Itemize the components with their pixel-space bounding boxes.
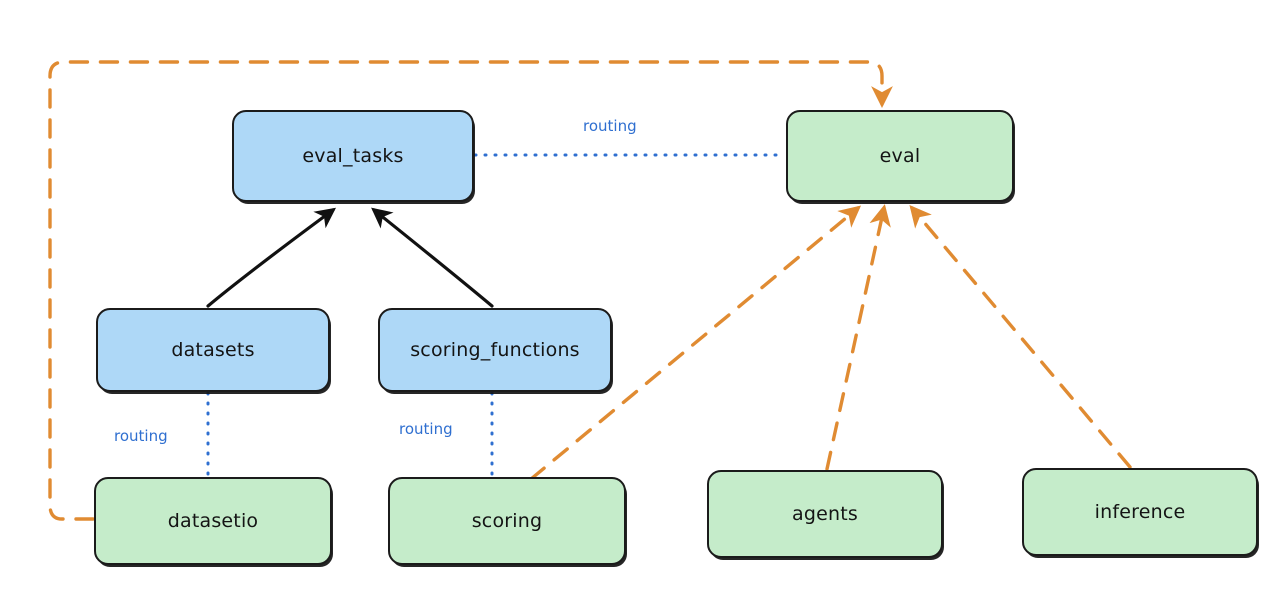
edge-label-routing-scoring-functions-scoring: routing bbox=[397, 420, 455, 438]
node-label: datasets bbox=[171, 339, 255, 361]
node-label: datasetio bbox=[167, 510, 259, 532]
edge-label-routing-datasets-datasetio: routing bbox=[112, 427, 170, 445]
node-label: scoring bbox=[471, 510, 543, 532]
node-scoring-functions[interactable]: scoring_functions bbox=[378, 308, 612, 392]
node-label: inference bbox=[1094, 501, 1186, 523]
edge-agents-to-eval bbox=[825, 204, 891, 471]
edge-datasetio-to-eval bbox=[48, 60, 893, 521]
edge-inference-to-eval bbox=[909, 204, 1132, 469]
node-datasetio[interactable]: datasetio bbox=[94, 477, 332, 565]
node-scoring[interactable]: scoring bbox=[388, 477, 626, 565]
edge-scoring_functions-to-eval_tasks bbox=[371, 207, 494, 308]
edge-datasets-to-eval_tasks bbox=[206, 207, 337, 308]
node-label: eval_tasks bbox=[302, 145, 404, 167]
node-agents[interactable]: agents bbox=[707, 470, 943, 558]
node-label: agents bbox=[792, 503, 858, 525]
node-eval[interactable]: eval bbox=[786, 110, 1014, 202]
node-label: eval bbox=[879, 145, 921, 167]
node-eval-tasks[interactable]: eval_tasks bbox=[232, 110, 474, 202]
edge-label-routing-eval-tasks-eval: routing bbox=[581, 117, 639, 135]
node-datasets[interactable]: datasets bbox=[96, 308, 330, 392]
node-label: scoring_functions bbox=[410, 339, 580, 361]
node-inference[interactable]: inference bbox=[1022, 468, 1258, 556]
edge-scoring-to-eval bbox=[529, 205, 862, 481]
